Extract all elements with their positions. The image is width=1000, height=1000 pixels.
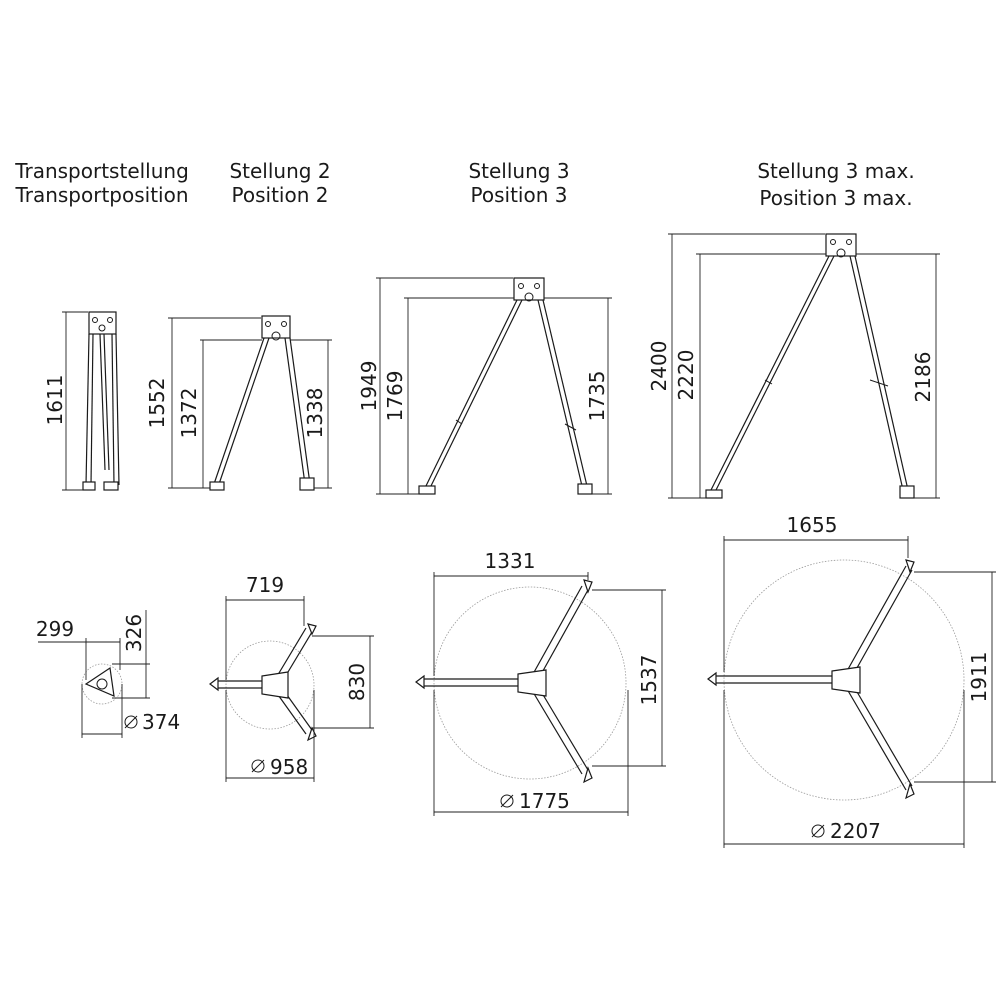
- dim-transport-height: 1611: [43, 375, 67, 426]
- dim-pos3-depth: 1537: [637, 655, 661, 706]
- title-transport-en: Transportposition: [14, 183, 188, 207]
- dim-pos3max-depth: 1911: [967, 652, 991, 703]
- dim-pos3max-width: 1655: [787, 513, 838, 537]
- dim-pos2-leg: 1338: [303, 388, 327, 439]
- top-view-transport: 299 326 374: [36, 610, 180, 738]
- top-view-position-3-max: 1655 1911 2207: [707, 513, 996, 848]
- dim-pos3-total: 1949: [357, 361, 381, 412]
- dim-pos2-diameter: 958: [270, 755, 308, 779]
- title-position-3-max: Stellung 3 max. Position 3 max.: [757, 159, 914, 210]
- title-position-2: Stellung 2 Position 2: [229, 159, 330, 207]
- dim-pos2-total: 1552: [145, 378, 169, 429]
- side-view-position-2: 1552 1372 1338: [145, 315, 332, 491]
- dim-pos3max-inner: 2220: [674, 350, 698, 401]
- title-pos3-en: Position 3: [471, 183, 568, 207]
- dim-pos3max-total: 2400: [647, 341, 671, 392]
- title-pos3-de: Stellung 3: [468, 159, 569, 183]
- top-view-position-2: 719 830 958: [209, 573, 374, 782]
- dim-pos2-inner: 1372: [177, 388, 201, 439]
- top-view-position-3: 1331 1537 1775: [415, 549, 666, 816]
- dim-pos2-depth: 830: [345, 663, 369, 701]
- dim-pos3-diameter: 1775: [519, 789, 570, 813]
- dim-transport-width: 299: [36, 617, 74, 641]
- side-view-position-3: 1949 1769 1735: [357, 277, 612, 495]
- title-pos3max-en: Position 3 max.: [759, 186, 912, 210]
- dim-transport-diameter: 374: [142, 710, 180, 734]
- dim-pos3max-diameter: 2207: [830, 819, 881, 843]
- tripod-head-pos3: [513, 277, 545, 301]
- title-transport: Transportstellung Transportposition: [14, 159, 189, 207]
- title-pos2-en: Position 2: [232, 183, 329, 207]
- side-view-position-3-max: 2400 2220 2186: [647, 233, 940, 499]
- tripod-head-pos3max: [825, 233, 857, 257]
- title-pos2-de: Stellung 2: [229, 159, 330, 183]
- side-view-transport: 1611: [43, 311, 120, 491]
- tripod-head-pos2: [261, 315, 291, 339]
- dim-transport-depth: 326: [122, 614, 146, 652]
- dim-pos3-leg: 1735: [585, 371, 609, 422]
- dim-pos2-width: 719: [246, 573, 284, 597]
- title-transport-de: Transportstellung: [14, 159, 189, 183]
- title-position-3: Stellung 3 Position 3: [468, 159, 569, 207]
- dim-pos3max-leg: 2186: [911, 352, 935, 403]
- dim-pos3-width: 1331: [485, 549, 536, 573]
- dim-pos3-inner: 1769: [383, 371, 407, 422]
- title-pos3max-de: Stellung 3 max.: [757, 159, 914, 183]
